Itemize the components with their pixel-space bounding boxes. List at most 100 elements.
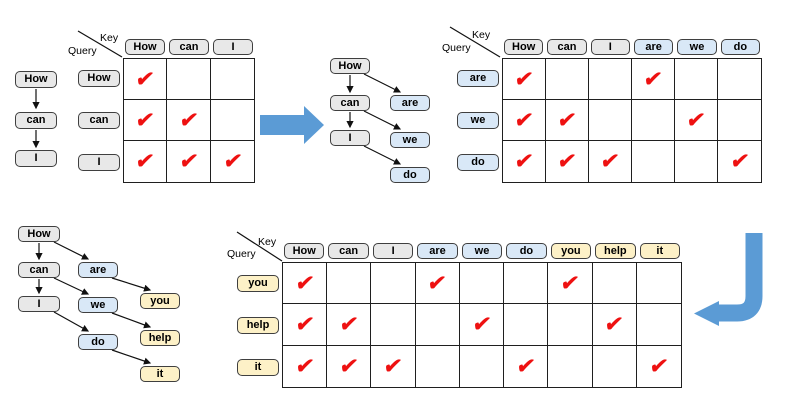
checkmark-icon: ✔ (513, 150, 535, 173)
key-header-it: it (639, 243, 680, 259)
attn-cell-How-I (210, 59, 254, 100)
attn-cell-help-it (636, 304, 681, 346)
checkmark-icon: ✔ (293, 312, 316, 336)
query-header-can: can (78, 112, 120, 129)
tree-token-How: How (330, 58, 370, 74)
tree-token-do: do (78, 334, 118, 350)
tree-token-I: I (330, 130, 370, 146)
key-header-are: are (634, 39, 674, 55)
query-axis-label: Query (442, 42, 471, 54)
attn-cell-we-do (718, 100, 761, 141)
checkmark-icon: ✔ (470, 312, 493, 336)
attn-cell-are-do (718, 59, 761, 100)
checkmark-icon: ✔ (134, 67, 156, 91)
checkmark-icon: ✔ (177, 108, 200, 132)
attn-cell-you-it (636, 263, 681, 305)
attn-cell-How-How: ✔ (124, 59, 168, 100)
mask-grid-stage2: ✔✔✔✔✔✔✔✔✔ (502, 58, 762, 183)
attn-cell-we-I (589, 100, 632, 141)
query-header-How: How (78, 70, 120, 88)
checkmark-icon: ✔ (177, 150, 200, 173)
tree-token-are: are (78, 262, 118, 278)
attn-cell-are-can (546, 59, 589, 100)
checkmark-icon: ✔ (221, 150, 244, 173)
tree-token-we: we (390, 132, 430, 148)
attn-cell-it-you (548, 345, 593, 387)
tree-token-it: it (140, 366, 180, 382)
attn-cell-do-I: ✔ (589, 141, 632, 182)
key-header-How: How (504, 39, 544, 55)
attn-cell-do-are (632, 141, 675, 182)
checkmark-icon: ✔ (514, 354, 537, 378)
attn-cell-do-we (675, 141, 718, 182)
tree-token-How: How (18, 226, 60, 242)
attn-cell-we-can: ✔ (546, 100, 589, 141)
key-header-we: we (677, 39, 717, 55)
attn-cell-you-do (504, 263, 549, 305)
attn-cell-do-How: ✔ (503, 141, 546, 182)
key-header-are: are (417, 243, 458, 259)
chain-token-can: can (15, 112, 57, 129)
attn-cell-it-are (416, 345, 460, 387)
key-header-I: I (213, 39, 253, 55)
key-header-can: can (328, 243, 369, 259)
checkmark-icon: ✔ (382, 354, 404, 378)
tree-token-do: do (390, 167, 430, 183)
key-header-How: How (284, 243, 325, 259)
checkmark-icon: ✔ (642, 67, 664, 91)
attn-cell-help-you (548, 304, 593, 346)
tree-edge-arrow-icon (111, 349, 152, 365)
attn-cell-I-How: ✔ (124, 141, 168, 182)
tree-token-we: we (78, 297, 118, 313)
attn-cell-help-can: ✔ (327, 304, 372, 346)
attn-cell-are-we (675, 59, 718, 100)
attn-cell-help-help: ✔ (592, 304, 637, 346)
key-header-help: help (595, 243, 636, 259)
key-header-we: we (461, 243, 503, 259)
attn-cell-I-I: ✔ (211, 141, 254, 182)
query-header-it: it (237, 358, 279, 376)
tree-token-help: help (140, 330, 180, 346)
checkmark-icon: ✔ (599, 150, 621, 173)
attn-cell-it-help (593, 345, 637, 387)
checkmark-icon: ✔ (337, 312, 360, 336)
flow-arrow-elbow-head-icon (694, 301, 719, 326)
checkmark-icon: ✔ (293, 271, 316, 295)
tree-edge-arrow-icon (111, 312, 152, 329)
tree-edge-arrow-icon (53, 311, 90, 332)
tree-edge-arrow-icon (363, 73, 402, 93)
attn-cell-you-I (371, 263, 416, 305)
attn-cell-we-How: ✔ (503, 100, 546, 141)
attn-cell-are-are: ✔ (632, 59, 675, 100)
tree-edge-arrow-icon (53, 241, 90, 260)
attn-cell-you-can (327, 263, 372, 305)
key-axis-label: Key (472, 29, 491, 41)
tree-edge-arrow-icon (363, 110, 402, 130)
attn-cell-are-How: ✔ (503, 59, 546, 100)
attn-cell-it-it: ✔ (637, 346, 681, 387)
key-header-I: I (372, 243, 414, 259)
checkmark-icon: ✔ (556, 108, 578, 132)
query-header-do: do (457, 153, 499, 171)
attn-cell-we-are (632, 100, 675, 141)
tree-token-you: you (140, 293, 180, 309)
checkmark-icon: ✔ (728, 150, 751, 173)
attn-cell-help-I (371, 304, 416, 346)
attn-cell-help-are (415, 304, 460, 346)
checkmark-icon: ✔ (513, 108, 535, 132)
attn-cell-it-How: ✔ (283, 345, 328, 387)
attn-cell-you-How: ✔ (283, 263, 328, 305)
key-header-How: How (125, 39, 165, 55)
tree-token-are: are (390, 95, 430, 111)
tree-edge-arrow-icon (111, 277, 152, 292)
attn-cell-can-How: ✔ (124, 100, 168, 141)
flow-arrow-elbow-icon (719, 233, 763, 322)
attn-cell-help-do (504, 304, 549, 346)
key-axis-label: Key (258, 236, 277, 248)
key-header-can: can (169, 39, 209, 55)
attn-cell-can-can: ✔ (167, 100, 211, 141)
key-axis-label: Key (100, 32, 119, 44)
attn-cell-help-How: ✔ (283, 304, 328, 346)
attn-cell-help-we: ✔ (459, 304, 505, 346)
